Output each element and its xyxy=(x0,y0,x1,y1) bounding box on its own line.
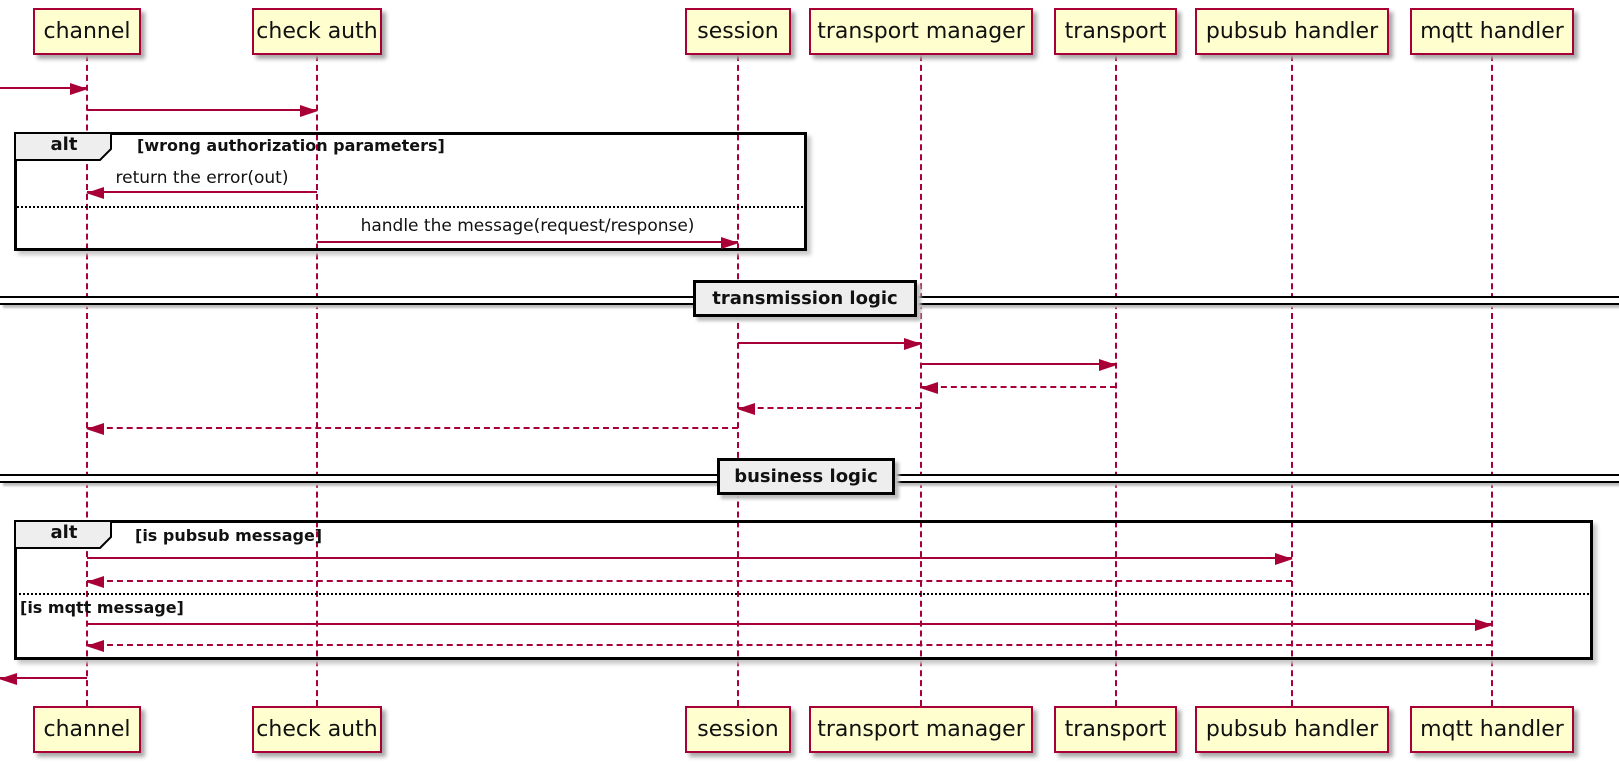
participant-bottom-session: session xyxy=(685,706,791,753)
arrowhead-icon xyxy=(721,237,739,249)
participant-bottom-check-auth: check auth xyxy=(252,706,382,753)
participant-top-channel: channel xyxy=(33,8,141,55)
pentagon-shape xyxy=(14,520,112,549)
else-line-routing xyxy=(14,593,1593,595)
participant-bottom-mqtt-handler: mqtt handler xyxy=(1410,706,1574,753)
guard-auth: [wrong authorization parameters] xyxy=(137,136,445,155)
arrowhead-icon xyxy=(737,403,755,415)
divider-business-logic: business logic xyxy=(717,458,895,495)
message-label-handle-message: handle the message(request/response) xyxy=(360,216,695,236)
arrowhead-icon xyxy=(86,423,104,435)
lifeline-transport xyxy=(1115,55,1117,706)
alt-operator-label: alt xyxy=(50,134,78,155)
message-arrow-in-to-channel xyxy=(0,83,88,95)
message-arrow-transport-manager-to-transport xyxy=(921,359,1117,371)
arrowhead-icon xyxy=(904,338,922,350)
return-arrow-pubsub-handler-to-channel xyxy=(86,576,1292,588)
return-arrow-mqtt-handler-to-channel xyxy=(86,640,1492,652)
arrowhead-icon xyxy=(1099,359,1117,371)
message-arrow-handle-message xyxy=(317,237,739,249)
participant-top-check-auth: check auth xyxy=(252,8,382,55)
arrowhead-icon xyxy=(920,382,938,394)
arrowhead-icon xyxy=(86,187,104,199)
arrowhead-icon xyxy=(1275,553,1293,565)
arrowhead-icon xyxy=(86,640,104,652)
participant-bottom-transport-manager: transport manager xyxy=(809,706,1033,753)
divider-transmission-logic: transmission logic xyxy=(693,280,917,317)
message-arrow-session-to-transport-manager xyxy=(738,338,922,350)
participant-top-mqtt-handler: mqtt handler xyxy=(1410,8,1574,55)
guard-routing-pubsub: [is pubsub message] xyxy=(135,526,323,545)
lifeline-pubsub-handler xyxy=(1291,55,1293,706)
message-arrow-channel-to-mqtt-handler xyxy=(87,619,1493,631)
return-arrow-session-to-channel xyxy=(86,423,738,435)
message-label-return-error: return the error(out) xyxy=(115,168,289,188)
participant-top-transport: transport xyxy=(1054,8,1177,55)
lifeline-check-auth xyxy=(316,55,318,706)
message-arrow-channel-to-pubsub-handler xyxy=(87,553,1293,565)
pentagon-shape xyxy=(14,132,112,161)
arrowhead-icon xyxy=(0,673,17,685)
lifeline-mqtt-handler xyxy=(1491,55,1493,706)
participant-top-pubsub-handler: pubsub handler xyxy=(1195,8,1389,55)
lifeline-channel xyxy=(86,55,88,706)
message-arrow-return-error xyxy=(86,187,317,199)
lifeline-transport-manager xyxy=(920,55,922,706)
participant-bottom-pubsub-handler: pubsub handler xyxy=(1195,706,1389,753)
participant-top-transport-manager: transport manager xyxy=(809,8,1033,55)
alt-operator-pentagon-auth: alt xyxy=(14,132,114,162)
participant-bottom-channel: channel xyxy=(33,706,141,753)
else-line-auth xyxy=(14,206,807,208)
alt-operator-pentagon-routing: alt xyxy=(14,520,114,550)
alt-frame-auth xyxy=(14,132,807,251)
alt-frame-routing xyxy=(14,520,1593,660)
message-arrow-channel-to-check-auth xyxy=(87,105,318,117)
return-arrow-channel-to-out xyxy=(0,673,87,685)
return-arrow-transport-to-transport-manager xyxy=(920,382,1116,394)
participant-bottom-transport: transport xyxy=(1054,706,1177,753)
arrowhead-icon xyxy=(86,576,104,588)
lifeline-session xyxy=(737,55,739,706)
guard-routing-mqtt: [is mqtt message] xyxy=(20,598,184,617)
return-arrow-transport-manager-to-session xyxy=(737,403,921,415)
participant-top-session: session xyxy=(685,8,791,55)
arrowhead-icon xyxy=(70,83,88,95)
arrowhead-icon xyxy=(1475,619,1493,631)
arrowhead-icon xyxy=(300,105,318,117)
alt-operator-label: alt xyxy=(50,522,78,543)
